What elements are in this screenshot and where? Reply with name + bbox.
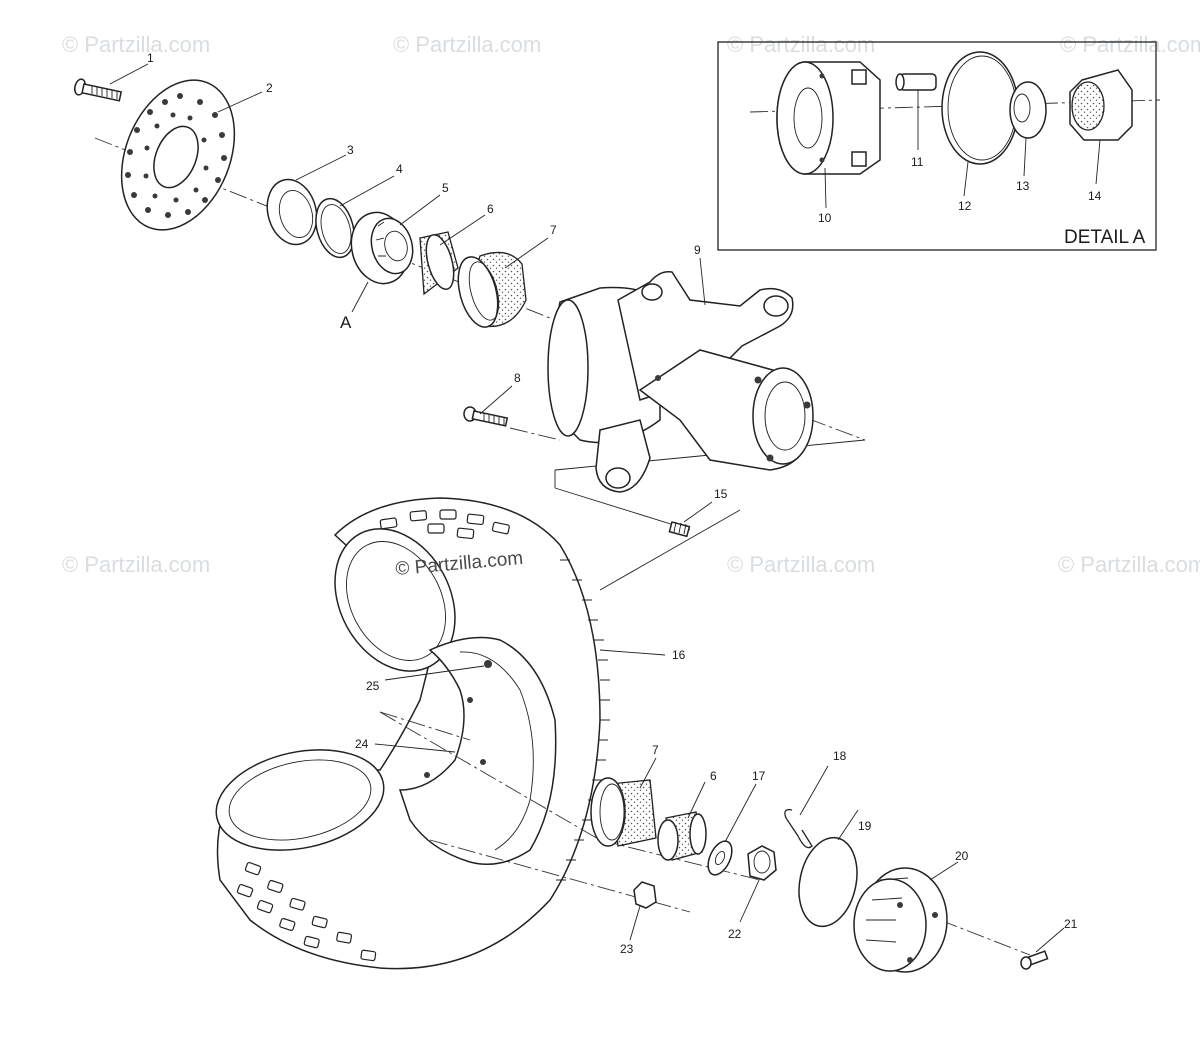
- rim-part-24: [379, 636, 557, 865]
- callout-1: 1: [147, 51, 154, 65]
- watermark: © Partzilla.com: [1060, 32, 1200, 57]
- brake-disc-part-2: [120, 79, 236, 231]
- bearing-race-part-7-lower: [590, 777, 657, 847]
- callout-3: 3: [347, 143, 354, 157]
- detail-pin-part-11: [895, 73, 937, 91]
- watermark: © Partzilla.com: [727, 552, 875, 577]
- lower-axle-centerline: [379, 711, 601, 841]
- o-ring-part-19: [798, 836, 858, 928]
- detail-callout-10: 10: [818, 211, 832, 225]
- tire-part-16: [215, 497, 610, 970]
- callout-16: 16: [672, 648, 686, 662]
- detail-callout-14: 14: [1088, 189, 1102, 203]
- callout-22: 22: [728, 927, 742, 941]
- callout-7-lower: 7: [652, 743, 659, 757]
- callout-labels: 1 2 3 4 5 6 7 A 9 8 15 16 25 24 7 6 17 1…: [147, 51, 1078, 956]
- watermark: © Partzilla.com: [1058, 552, 1200, 577]
- drive-hub-part-5: [350, 211, 414, 285]
- detail-bushing-part-13: [1009, 81, 1047, 139]
- detail-a-labels: 10 11 12 13 14 DETAIL A: [818, 155, 1146, 248]
- callout-6-lower: 6: [710, 769, 717, 783]
- callout-25: 25: [366, 679, 380, 693]
- castle-nut-part-22: [747, 845, 777, 881]
- reference-line: [599, 509, 741, 591]
- bearing-race-part-7: [457, 251, 527, 328]
- callout-6: 6: [487, 202, 494, 216]
- callout-15: 15: [714, 487, 728, 501]
- callout-5: 5: [442, 181, 449, 195]
- tapered-bearing-part-6: [419, 231, 459, 296]
- callout-4: 4: [396, 162, 403, 176]
- snap-ring-part-4: [315, 197, 355, 259]
- callout-a: A: [340, 313, 352, 332]
- callout-17: 17: [752, 769, 766, 783]
- lower-axle-centerline: [599, 839, 761, 881]
- detail-ring-part-12: [941, 51, 1019, 165]
- callout-23: 23: [620, 942, 634, 956]
- detail-hub-part-10: [776, 61, 881, 175]
- knuckle-part-9: [547, 270, 814, 493]
- detail-nut-part-14: [1069, 69, 1133, 141]
- watermark: © Partzilla.com: [393, 32, 541, 57]
- callout-7: 7: [550, 223, 557, 237]
- callout-18: 18: [833, 749, 847, 763]
- lower-axle-centerline: [939, 919, 1031, 956]
- detail-a-title: DETAIL A: [1064, 227, 1146, 248]
- bolt-centerline: [509, 427, 561, 441]
- nut-part-23: [633, 881, 657, 909]
- bolt-part-21: [1020, 950, 1049, 970]
- leader-lines: [109, 63, 1101, 953]
- cotter-pin-part-18: [784, 809, 813, 849]
- detail-callout-11: 11: [911, 155, 924, 169]
- bolt-part-1: [73, 78, 123, 102]
- callout-21: 21: [1064, 917, 1078, 931]
- tapered-bearing-part-6-lower: [657, 811, 707, 861]
- detail-callout-12: 12: [958, 199, 972, 213]
- callout-8: 8: [514, 371, 521, 385]
- watermark: © Partzilla.com: [62, 32, 210, 57]
- bolt-part-8: [463, 406, 509, 427]
- watermark: © Partzilla.com: [727, 32, 875, 57]
- detail-callout-13: 13: [1016, 179, 1030, 193]
- watermark: © Partzilla.com: [62, 552, 210, 577]
- fitting-part-15: [668, 521, 691, 538]
- reference-line: [554, 487, 691, 531]
- seal-part-3: [266, 178, 318, 246]
- callout-9: 9: [694, 243, 701, 257]
- callout-2: 2: [266, 81, 273, 95]
- watermark-group: © Partzilla.com © Partzilla.com © Partzi…: [62, 32, 1200, 577]
- lower-axle-centerline: [429, 839, 691, 913]
- hub-cap-part-20: [853, 867, 948, 973]
- rim-centerline: [379, 711, 471, 741]
- washer-part-17: [707, 840, 733, 876]
- callout-19: 19: [858, 819, 872, 833]
- detail-a-box: [717, 41, 1157, 251]
- callout-20: 20: [955, 849, 969, 863]
- callout-24: 24: [355, 737, 369, 751]
